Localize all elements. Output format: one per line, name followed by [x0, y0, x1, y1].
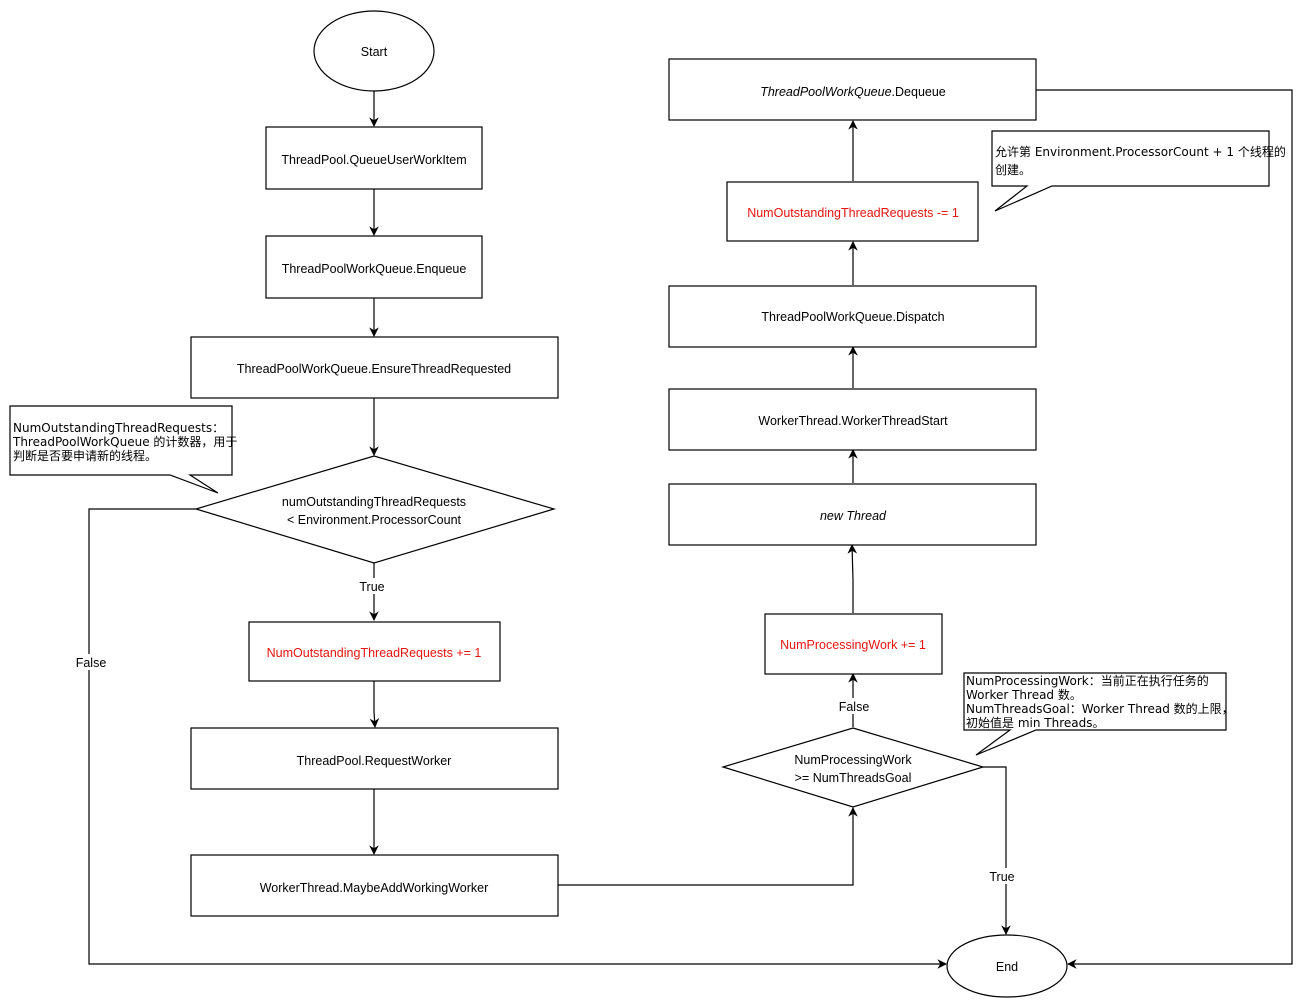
- node-decrement-requests: NumOutstandingThreadRequests -= 1: [726, 181, 979, 242]
- edge-labels: True False False True: [74, 578, 1020, 884]
- dispatch-box: [668, 285, 1037, 348]
- decision1-diamond: [193, 455, 557, 564]
- label-d1-true: True: [359, 580, 384, 594]
- note-processing-work: NumProcessingWork：当前正在执行任务的 Worker Threa…: [963, 672, 1234, 756]
- queue-user-work-item-box: [265, 126, 483, 190]
- decision2-diamond: [720, 727, 986, 808]
- label-bg: [836, 698, 872, 714]
- note2-line1: 允许第 Environment.ProcessorCount + 1 个线程的: [995, 144, 1286, 159]
- decision2-line2: >= NumThreadsGoal: [795, 771, 912, 785]
- node-ensure-thread-requested: ThreadPoolWorkQueue.EnsureThreadRequeste…: [190, 336, 559, 399]
- note1-line3: 判断是否要申请新的线程。: [13, 448, 157, 463]
- edge-processing-to-newthread: [847, 544, 858, 613]
- enqueue-box: [265, 235, 483, 299]
- dispatch-label: ThreadPoolWorkQueue.Dispatch: [761, 310, 944, 324]
- note3-callout: [963, 672, 1227, 756]
- edge-decision2-true: [983, 766, 1011, 935]
- label-d1-false: False: [76, 656, 107, 670]
- note3-line3: NumThreadsGoal：Worker Thread 数的上限，: [966, 701, 1234, 716]
- label-bg: [355, 578, 389, 594]
- new-thread-italic: Thread: [846, 509, 887, 523]
- dequeue-suffix: .Dequeue: [892, 85, 946, 99]
- note1-callout: [9, 405, 233, 494]
- note3-line4: 初始值是 min Threads。: [966, 715, 1104, 730]
- node-worker-thread-start: WorkerThread.WorkerThreadStart: [668, 388, 1037, 451]
- decision2-line1: NumProcessingWork: [794, 753, 912, 767]
- increment-processing-label: NumProcessingWork += 1: [780, 638, 926, 652]
- worker-thread-start-label: WorkerThread.WorkerThreadStart: [758, 414, 948, 428]
- node-start: Start: [313, 10, 435, 92]
- decrement-requests-box: [726, 181, 979, 242]
- node-increment-requests: NumOutstandingThreadRequests += 1: [248, 621, 501, 682]
- node-request-worker: ThreadPool.RequestWorker: [190, 727, 559, 790]
- note-outstanding-requests: NumOutstandingThreadRequests： ThreadPool…: [9, 405, 237, 494]
- node-decision2: NumProcessingWork >= NumThreadsGoal: [720, 727, 986, 808]
- node-decision1: numOutstandingThreadRequests < Environme…: [193, 455, 557, 564]
- edges: [88, 89, 1293, 969]
- decrement-requests-label: NumOutstandingThreadRequests -= 1: [747, 206, 959, 220]
- note3-line2: Worker Thread 数。: [966, 687, 1082, 702]
- node-maybe-add-worker: WorkerThread.MaybeAddWorkingWorker: [190, 854, 559, 917]
- maybe-add-worker-box: [190, 854, 559, 917]
- note2-callout: [991, 130, 1270, 212]
- node-increment-processing: NumProcessingWork += 1: [764, 613, 943, 675]
- dequeue-label: ThreadPoolWorkQueue.Dequeue: [760, 85, 946, 99]
- dequeue-italic: ThreadPoolWorkQueue: [760, 85, 891, 99]
- end-label: End: [996, 960, 1018, 974]
- start-label: Start: [361, 45, 388, 59]
- ensure-thread-requested-box: [190, 336, 559, 399]
- decision1-line1: numOutstandingThreadRequests: [282, 495, 466, 509]
- end-ellipse: [946, 934, 1068, 998]
- new-thread-prefix: new: [820, 509, 846, 523]
- request-worker-box: [190, 727, 559, 790]
- label-d2-true: True: [989, 870, 1014, 884]
- queue-user-work-item-label: ThreadPool.QueueUserWorkItem: [281, 153, 466, 167]
- dequeue-box: [668, 58, 1037, 121]
- increment-requests-label: NumOutstandingThreadRequests += 1: [267, 646, 482, 660]
- increment-requests-box: [248, 621, 501, 682]
- label-d2-false: False: [839, 700, 870, 714]
- new-thread-box: [668, 483, 1037, 546]
- label-bg: [986, 868, 1020, 884]
- decision1-line2: < Environment.ProcessorCount: [287, 513, 462, 527]
- note3-line1: NumProcessingWork：当前正在执行任务的: [966, 673, 1209, 688]
- node-queue-user-work-item: ThreadPool.QueueUserWorkItem: [265, 126, 483, 190]
- maybe-add-worker-label: WorkerThread.MaybeAddWorkingWorker: [260, 881, 489, 895]
- node-dequeue: ThreadPoolWorkQueue.Dequeue: [668, 58, 1037, 121]
- node-enqueue: ThreadPoolWorkQueue.Enqueue: [265, 235, 483, 299]
- request-worker-label: ThreadPool.RequestWorker: [297, 754, 452, 768]
- start-ellipse: [313, 10, 435, 92]
- note1-line2: ThreadPoolWorkQueue 的计数器，用于: [12, 434, 237, 449]
- increment-processing-box: [764, 613, 943, 675]
- edge-dequeue-to-end: [1036, 89, 1293, 969]
- node-end: End: [946, 934, 1068, 998]
- edge-decision1-false: [88, 508, 947, 969]
- enqueue-label: ThreadPoolWorkQueue.Enqueue: [282, 262, 467, 276]
- note1-line1: NumOutstandingThreadRequests：: [13, 421, 224, 435]
- note2-line2: 创建。: [995, 163, 1031, 177]
- ensure-thread-requested-label: ThreadPoolWorkQueue.EnsureThreadRequeste…: [237, 362, 511, 376]
- node-dispatch: ThreadPoolWorkQueue.Dispatch: [668, 285, 1037, 348]
- edge-increment-to-request: [369, 681, 380, 728]
- node-new-thread: new Thread: [668, 483, 1037, 546]
- new-thread-label: new Thread: [820, 509, 887, 523]
- worker-thread-start-box: [668, 388, 1037, 451]
- edge-maybe-to-decision2: [558, 807, 858, 886]
- label-bg: [74, 654, 108, 670]
- note-processor-count: 允许第 Environment.ProcessorCount + 1 个线程的 …: [991, 130, 1286, 212]
